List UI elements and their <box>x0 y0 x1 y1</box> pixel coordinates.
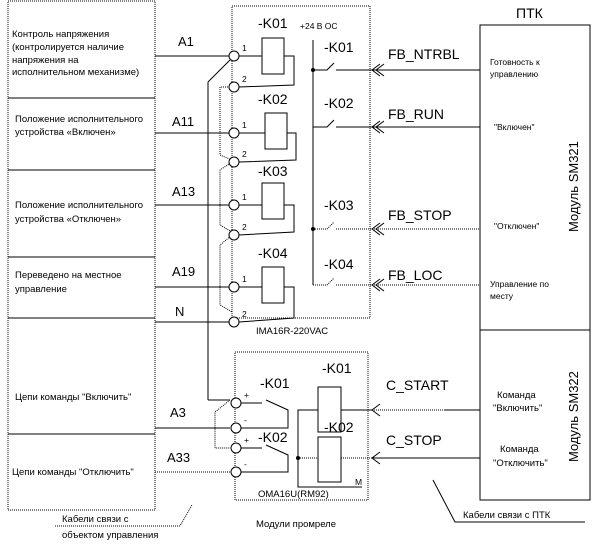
row-text: Цепи команды "Отключить" <box>12 467 134 478</box>
terminal-label: 2 <box>242 149 247 159</box>
terminal-label: - <box>244 459 247 469</box>
ptk-signals: FB_NTRBL FB_RUN FB_STOP FB_LOC C_START C… <box>371 46 480 465</box>
terminal-label: 2 <box>242 222 247 232</box>
input-label: "Отключен" <box>494 221 539 231</box>
row-text: устройства «Включен» <box>15 127 116 138</box>
ima-relay-module: 1 2 1 2 1 2 1 2 -K01 +24 В ОС -K02 -K03 … <box>219 5 372 337</box>
output-label: "Включить" <box>493 403 542 414</box>
terminal-label: 1 <box>242 274 247 284</box>
coil-label: -K02 <box>324 419 354 435</box>
terminal-label: 1 <box>242 192 247 202</box>
wire-label-a11: A11 <box>172 114 194 129</box>
signal-c-stop: C_STOP <box>386 432 442 448</box>
m-label: M <box>355 477 362 487</box>
wire-label-a33: A33 <box>167 450 190 465</box>
coil-label: -K03 <box>258 163 288 179</box>
sm321-label: Модуль SM321 <box>566 141 581 232</box>
coil-label: -K02 <box>258 91 288 107</box>
input-label: Готовность к <box>490 57 540 67</box>
input-label: "Включен" <box>494 122 535 132</box>
coil-k02 <box>264 112 288 150</box>
coil-k04 <box>261 266 285 304</box>
coil-k03 <box>261 182 285 220</box>
contact-label: -K04 <box>324 256 354 272</box>
signal-fb-ntrbl: FB_NTRBL <box>388 46 460 62</box>
contact-label: -K03 <box>324 197 354 213</box>
caption-object-cables: объектом управления <box>62 530 158 541</box>
terminal-label: - <box>244 415 247 425</box>
terminal-label: 2 <box>242 74 247 84</box>
module-name: IMA16R-220VAC <box>256 326 328 337</box>
row-text: Положение исполнительного <box>15 114 143 125</box>
row-text: Контроль напряжения <box>12 29 109 40</box>
captions: Кабели связи с объектом управления Модул… <box>55 479 585 541</box>
wire-label-a3: A3 <box>170 405 186 420</box>
row-text: исполнительном механизме) <box>12 67 139 78</box>
contact-label: -K02 <box>324 95 354 111</box>
row-text: устройства «Отключен» <box>15 214 121 225</box>
signal-fb-run: FB_RUN <box>388 106 444 122</box>
row-text: Цепи команды "Включить" <box>15 392 131 403</box>
input-label: управлению <box>490 69 539 79</box>
contact-label: -K01 <box>324 39 354 55</box>
signal-fb-stop: FB_STOP <box>388 207 452 223</box>
row-text: управление <box>15 284 67 295</box>
coil-k02 <box>317 436 342 483</box>
caption-relay-modules: Модули промреле <box>256 519 336 530</box>
supply-label: +24 В ОС <box>300 21 338 31</box>
terminal-label: + <box>244 435 249 445</box>
object-panel: Контроль напряжения (контролируется нали… <box>7 0 156 511</box>
caption-object-cables: Кабели связи с <box>62 514 129 525</box>
terminal-label: 1 <box>242 43 247 53</box>
row-text: Положение исполнительного <box>15 200 143 211</box>
output-label: Команда <box>497 390 536 401</box>
terminal-label: 2 <box>242 309 247 319</box>
output-label: "Отключить" <box>493 458 548 469</box>
wire-label-n: N <box>175 304 184 319</box>
caption-ptk-cables: Кабели связи с ПТК <box>463 510 551 521</box>
wire-label-a19: A19 <box>172 264 195 279</box>
ptk-title: ПТК <box>516 5 544 21</box>
ptk-panel: ПТК Модуль SM321 Модуль SM322 Готовность… <box>479 5 591 501</box>
terminal-label: 1 <box>242 120 247 130</box>
coil-label: -K01 <box>258 15 288 31</box>
wire-label-a13: A13 <box>172 184 195 199</box>
oma-relay-module: + - + - -K01 -K02 -K01 -K02 M OMA16U(RM9… <box>214 351 372 501</box>
object-wires: A1 A11 A13 A19 N A3 A33 <box>155 34 231 473</box>
signal-c-start: C_START <box>386 377 449 393</box>
contact-label: -K01 <box>260 375 290 391</box>
terminal-label: + <box>244 390 249 400</box>
signal-fb-loc: FB_LOC <box>388 267 442 283</box>
terminals <box>228 50 240 328</box>
sm322-label: Модуль SM322 <box>566 371 581 462</box>
row-text: Переведено на местное <box>15 270 122 281</box>
coil-k01 <box>261 37 285 75</box>
output-label: Команда <box>500 444 539 455</box>
input-label: Управление по <box>490 279 549 289</box>
wire-label-a1: A1 <box>178 34 194 49</box>
module-name: OMA16U(RM92) <box>258 489 329 500</box>
coil-label: -K01 <box>322 360 352 376</box>
row-text: напряжения на <box>12 55 79 66</box>
input-label: месту <box>490 291 514 301</box>
row-text: (контролируется наличие <box>12 42 124 53</box>
coil-label: -K04 <box>258 245 288 261</box>
contact-label: -K02 <box>258 429 288 445</box>
